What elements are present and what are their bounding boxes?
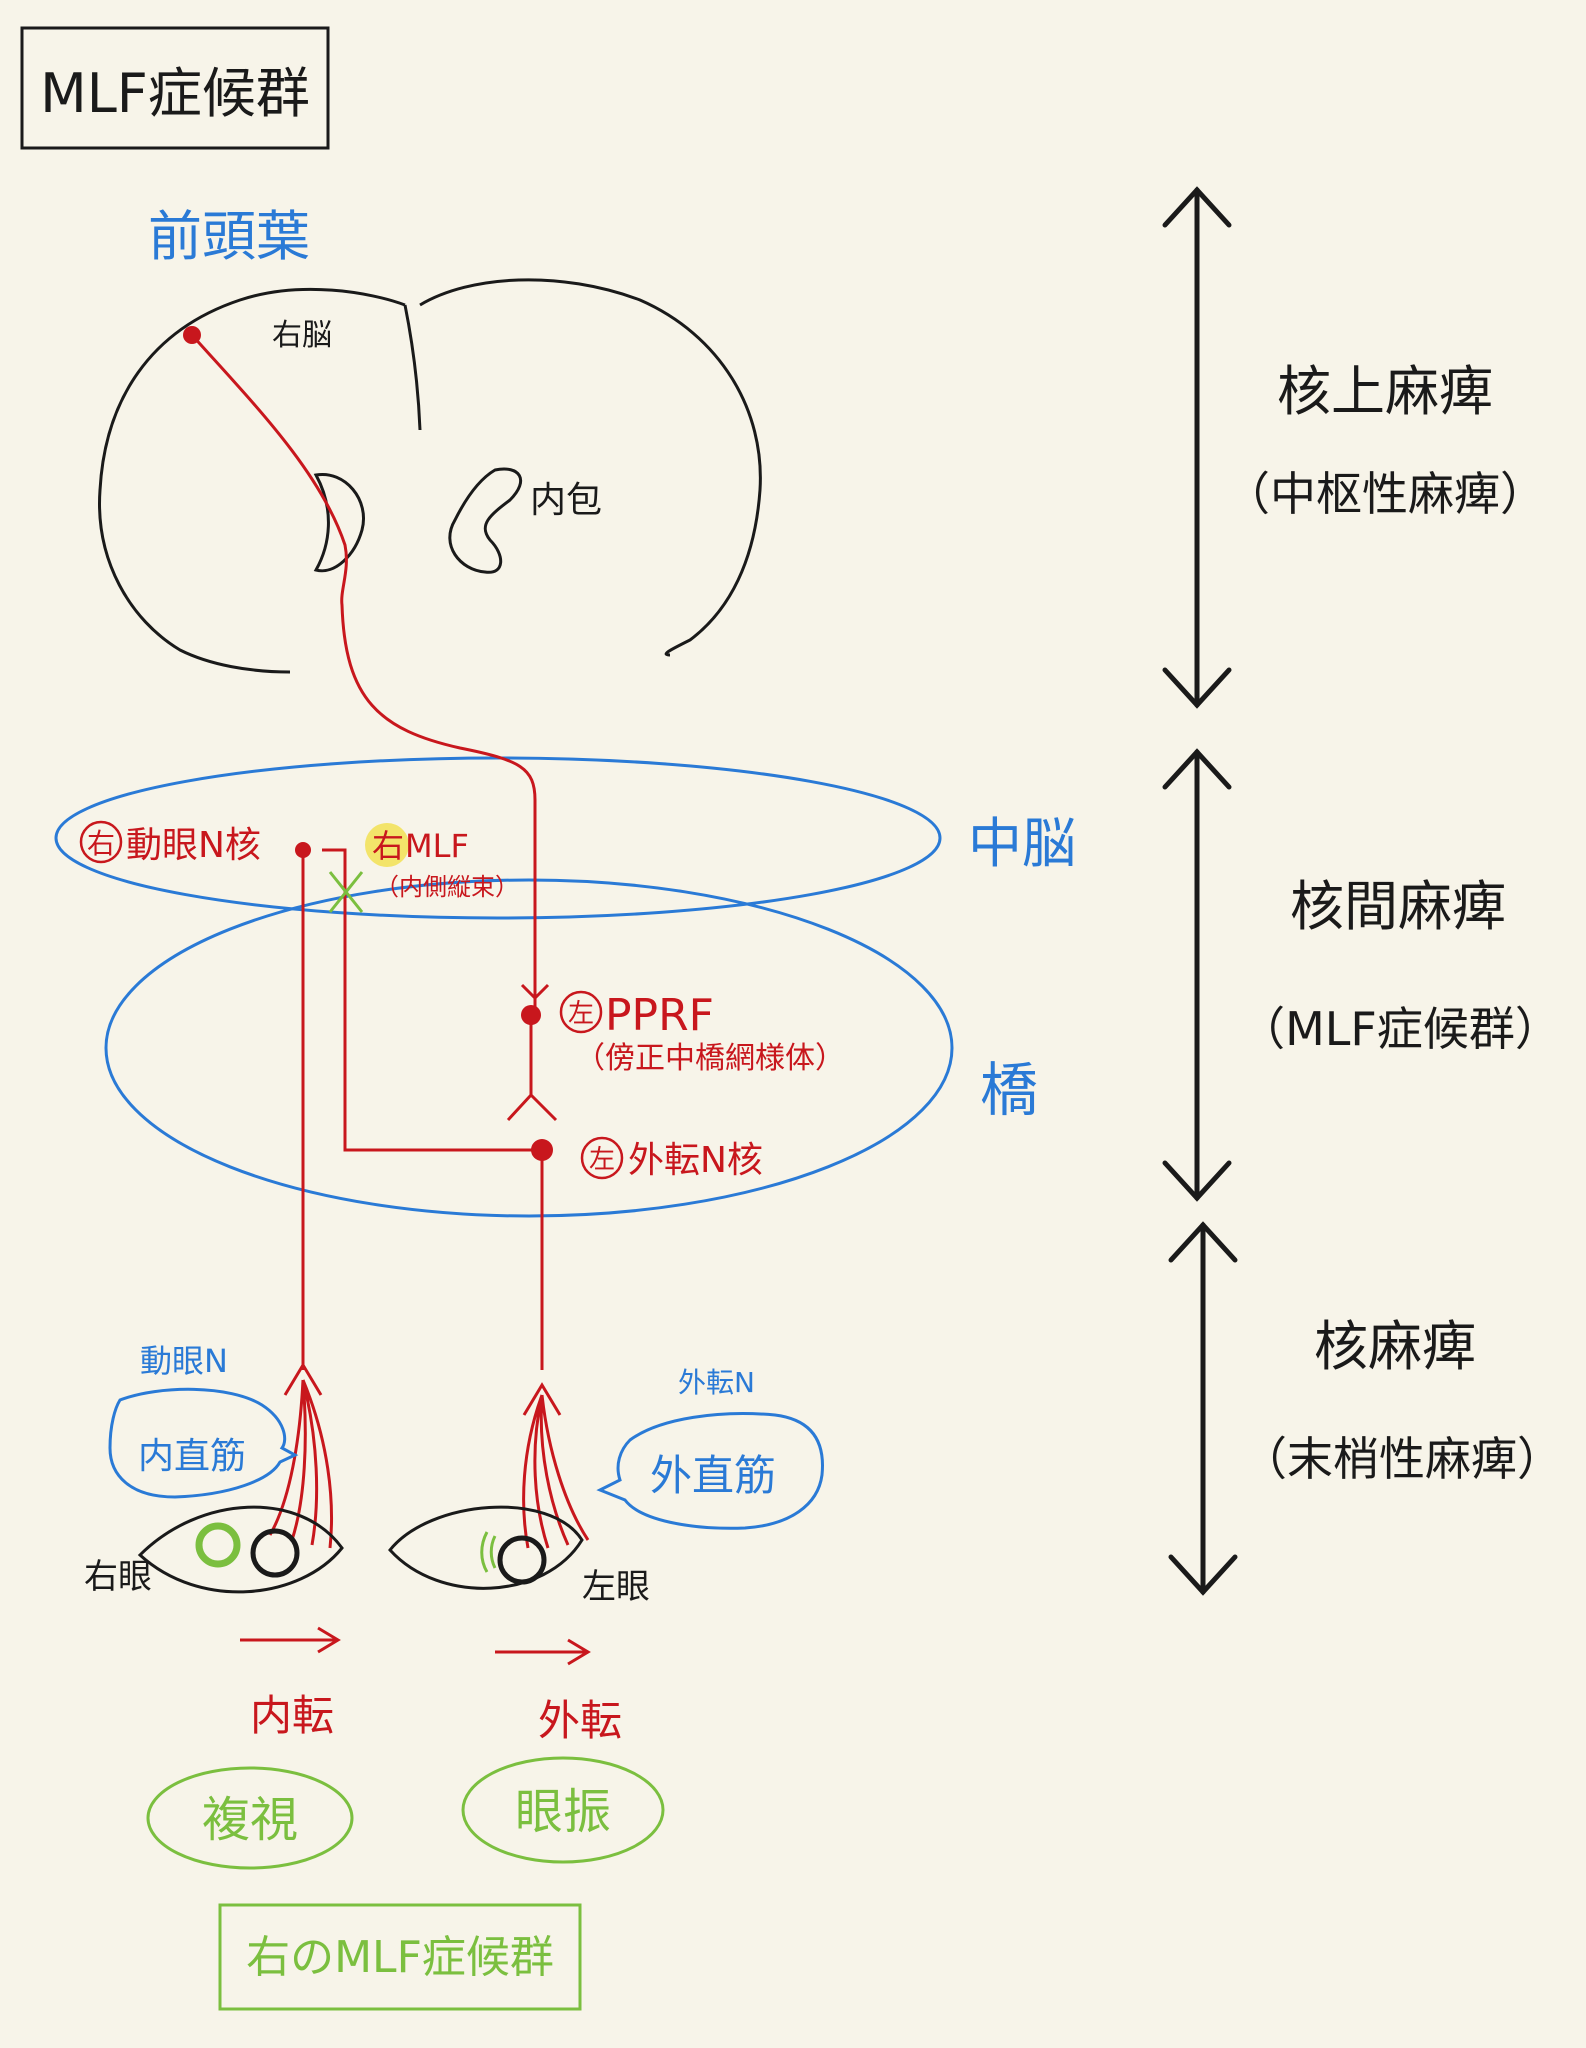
mlf-lesion-mark <box>328 871 364 913</box>
oculomotor-nucleus-label: 動眼N核 <box>126 825 261 866</box>
diplopia-ellipse <box>146 1766 354 1870</box>
brain-outline-right-hemisphere <box>98 287 406 674</box>
left-eye-outline <box>388 1505 584 1590</box>
abducens-nerve-label: 外転N <box>678 1366 755 1399</box>
level-2-name: 核間麻痺 <box>1290 875 1506 938</box>
page-title: MLF症候群 <box>40 62 310 125</box>
pprf-label: PPRF <box>605 990 714 1041</box>
oculomotor-nerve-arrow <box>283 1362 323 1396</box>
pons-ellipse <box>104 878 954 1218</box>
pathway-mlf <box>322 848 542 1152</box>
lateral-rectus-bubble <box>596 1412 824 1530</box>
title-box <box>20 26 330 150</box>
abducens-side-circle <box>580 1136 624 1180</box>
left-eye-pupil <box>497 1535 547 1585</box>
label-internal-capsule: 内包 <box>530 480 602 521</box>
pathway-frontal-to-pprf <box>190 334 537 1015</box>
diplopia-label: 複視 <box>202 1792 298 1848</box>
internal-capsule-left <box>448 467 523 574</box>
level-3-sub: （末梢性麻痺） <box>1241 1432 1563 1486</box>
pprf-side-label: 左 <box>568 999 594 1029</box>
label-midbrain: 中脳 <box>968 812 1076 875</box>
frontal-eye-field-dot <box>183 326 201 344</box>
abducens-nerve-arrow <box>522 1382 562 1416</box>
label-right-brain: 右脳 <box>272 318 332 353</box>
right-eye-outline <box>137 1505 344 1594</box>
oculomotor-side-label: 右 <box>87 827 115 860</box>
oculomotor-nerve-fibers <box>268 1379 334 1549</box>
nystagmus-label: 眼振 <box>515 1784 611 1840</box>
pprf-full-label: （傍正中橋網様体） <box>575 1041 845 1076</box>
level-1-sub: （中枢性麻痺） <box>1224 467 1546 521</box>
medial-rectus-bubble <box>108 1387 299 1499</box>
internal-capsule-right <box>313 473 365 573</box>
pprf-input-arrow <box>520 983 550 1001</box>
abducens-nucleus-label: 外転N核 <box>628 1140 763 1181</box>
level-2-sub: （MLF症候群） <box>1239 1002 1561 1056</box>
abducens-side-label: 左 <box>589 1145 615 1175</box>
conclusion-label: 右のMLF症候群 <box>246 1932 554 1983</box>
mlf-full-label: （内側縦束） <box>375 873 519 901</box>
oculomotor-side-circle <box>79 820 123 864</box>
right-eye-movement-arrow <box>240 1626 341 1654</box>
right-eye-target-position <box>195 1522 241 1568</box>
label-pons: 橋 <box>980 1056 1038 1124</box>
adduction-label: 内転 <box>250 1691 334 1740</box>
nystagmus-ellipse <box>461 1756 665 1864</box>
conclusion-box <box>218 1903 582 2011</box>
level-3-name: 核麻痺 <box>1314 1315 1476 1378</box>
level-arrow-nuclear <box>1168 1221 1238 1596</box>
pathway-pprf-to-abducens <box>506 1015 558 1122</box>
mlf-side-label: 右 <box>372 827 404 865</box>
level-arrow-internuclear <box>1162 748 1232 1202</box>
level-arrow-supranuclear <box>1162 186 1232 709</box>
brain-outline-left-hemisphere <box>419 278 762 657</box>
brain-midline-fissure <box>403 304 422 431</box>
lateral-rectus-label: 外直筋 <box>650 1451 776 1500</box>
medial-rectus-label: 内直筋 <box>138 1436 246 1477</box>
left-eye-nystagmus-marks <box>480 1531 497 1573</box>
left-eye-label: 左眼 <box>582 1567 650 1607</box>
oculomotor-nerve-label: 動眼N <box>140 1342 228 1380</box>
left-eye-movement-arrow <box>495 1638 591 1666</box>
mlf-label: MLF <box>405 827 469 865</box>
mlf-highlight <box>365 823 409 867</box>
right-eye-label: 右眼 <box>84 1557 152 1597</box>
right-eye-pupil <box>250 1528 300 1578</box>
abduction-label: 外転 <box>538 1696 622 1745</box>
pprf-side-circle <box>559 990 603 1034</box>
label-frontal-lobe: 前頭葉 <box>148 205 310 268</box>
abducens-nerve-fibers <box>522 1394 590 1549</box>
level-1-name: 核上麻痺 <box>1277 360 1493 423</box>
